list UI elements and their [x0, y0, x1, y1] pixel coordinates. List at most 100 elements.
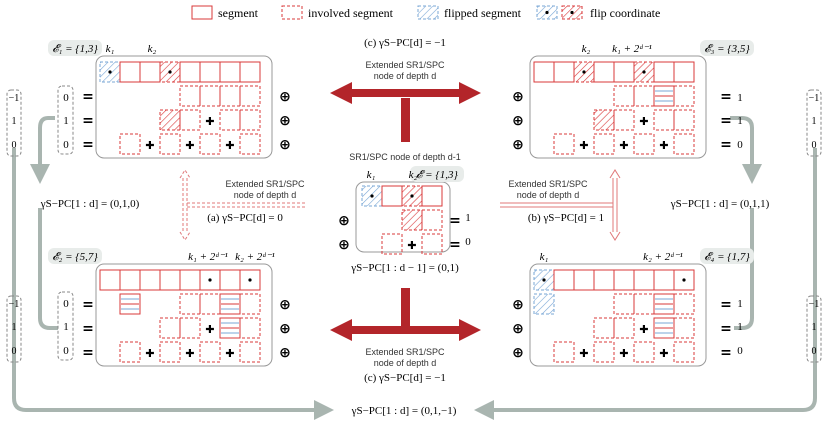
tr-op-left: ⊕: [512, 113, 524, 129]
tl-op-right: ⊕: [279, 137, 291, 153]
center-row-0: 1: [465, 212, 471, 224]
bottom-caption: (c) γS−PC[d] = −1: [364, 372, 446, 384]
tr-side-2: 0: [812, 140, 817, 151]
tr-cell: [613, 85, 635, 107]
bl-cell: [239, 317, 261, 339]
segment-grids: ✚✚✚✚===⊕⊕⊕✚✚✚✚⊕⊕⊕===✚✚✚✚===⊕⊕⊕✚✚✚✚⊕⊕⊕===…: [82, 61, 732, 363]
tr-side-1: 1: [812, 116, 817, 127]
tr-cell: [633, 85, 655, 107]
bl-op-right: ⊕: [279, 297, 291, 313]
br-plus: ✚: [639, 323, 648, 336]
tr-top-cell: [533, 61, 555, 83]
tr-panel: [529, 55, 707, 159]
br-k2: k₂ + 2ᵈ⁻¹: [643, 251, 683, 263]
tr-cell: [673, 133, 695, 155]
br-op-right: =: [720, 321, 732, 337]
tl-top-cell: [239, 61, 261, 83]
right-mid-label-2: node of depth d: [517, 190, 580, 200]
br-k1: k₁: [540, 251, 549, 263]
br-op-left: ⊕: [512, 321, 524, 337]
bl-op-right: ⊕: [279, 345, 291, 361]
bl-op-right: ⊕: [279, 321, 291, 337]
br-cell: [633, 293, 655, 315]
bl-top-cell: [119, 269, 141, 291]
left-mid-caption: (a) γS−PC[d] = 0: [207, 212, 283, 224]
tr-cell: [673, 109, 695, 131]
right-mid-arrow: [500, 169, 621, 241]
br-cell: [673, 317, 695, 339]
top-arrow-label-1: Extended SR1/SPC: [365, 60, 445, 70]
br-top-cell: [613, 269, 635, 291]
gray-loops: [12, 116, 817, 420]
legend-flipcoord-label: flip coordinate: [590, 6, 660, 20]
bl-top-cell: [139, 269, 161, 291]
bl-row-box: [57, 291, 74, 361]
tl-op-left: =: [82, 113, 94, 129]
bl-row-2: 0: [63, 345, 69, 357]
bl-top-cell: [239, 269, 261, 291]
center-panel: [355, 181, 451, 253]
center-set-bg: [410, 166, 464, 182]
tl-top-cell: [219, 61, 241, 83]
bl-top-cell: [99, 269, 121, 291]
tl-k2: k₂: [148, 43, 157, 55]
bl-k2: k₂ + 2ᵈ⁻¹: [235, 251, 275, 263]
tr-gamma: γS−PC[1 : d] = (0,1,1): [670, 198, 770, 210]
tl-set-bg: [48, 40, 102, 56]
br-top-cell: [673, 269, 695, 291]
tl-top-cell: [199, 61, 221, 83]
bl-panel: [95, 263, 273, 367]
tl-k1: k₁: [106, 43, 115, 55]
left-mid-label-1: Extended SR1/SPC: [225, 179, 305, 189]
bl-cell: [119, 341, 141, 363]
br-side-2: 0: [812, 346, 817, 357]
tr-cell: [593, 109, 615, 131]
left-mid-arrow: [179, 169, 305, 241]
tr-cell: [673, 85, 695, 107]
tl-op-right: ⊕: [279, 113, 291, 129]
bl-top-cell: [159, 269, 181, 291]
br-op-right: =: [720, 297, 732, 313]
tr-cell: [613, 109, 635, 131]
bl-set-bg: [48, 248, 102, 264]
tr-plus: ✚: [659, 139, 668, 152]
tr-row-0: 1: [737, 92, 743, 104]
top-caption: (c) γS−PC[d] = −1: [364, 37, 446, 49]
br-cell: [533, 293, 555, 315]
center-op-right: =: [449, 213, 461, 229]
br-row-0: 1: [737, 298, 743, 310]
tl-cell: [239, 109, 261, 131]
legend-involved-label: involved segment: [308, 6, 394, 20]
right-mid-caption: (b) γS−PC[d] = 1: [528, 212, 604, 224]
center-set: 𝓔 = {1,3}: [416, 169, 458, 181]
center-top-cell: [381, 185, 403, 207]
br-op-right: =: [720, 345, 732, 361]
center-title: SR1/SPC node of depth d-1: [349, 152, 461, 162]
tr-row-1: 1: [737, 115, 743, 127]
br-plus: ✚: [659, 347, 668, 360]
tl-row-2: 0: [63, 139, 69, 151]
br-plus: ✚: [619, 347, 628, 360]
bl-cell: [199, 293, 221, 315]
legend-segment-label: segment: [218, 6, 259, 20]
center-gamma: γS−PC[1 : d − 1] = (0,1): [350, 262, 459, 274]
tl-side-0: −1: [9, 93, 20, 104]
tr-plus: ✚: [579, 139, 588, 152]
tr-cell: [593, 133, 615, 155]
br-set: 𝓔₄ = {1,7}: [704, 251, 750, 263]
br-cell: [593, 317, 615, 339]
br-cell: [633, 341, 655, 363]
bl-side-0: −1: [9, 299, 20, 310]
bl-op-left: =: [82, 345, 94, 361]
tl-plus: ✚: [145, 139, 154, 152]
br-cell: [613, 317, 635, 339]
legend-involved-swatch: [281, 5, 303, 20]
tl-top-cell: [179, 61, 201, 83]
br-top-cell: [633, 269, 655, 291]
bl-side-2: 0: [12, 346, 17, 357]
tr-op-right: =: [720, 113, 732, 129]
br-side-0: −1: [809, 299, 820, 310]
bl-cell: [199, 341, 221, 363]
center-op-left: ⊕: [338, 213, 350, 229]
